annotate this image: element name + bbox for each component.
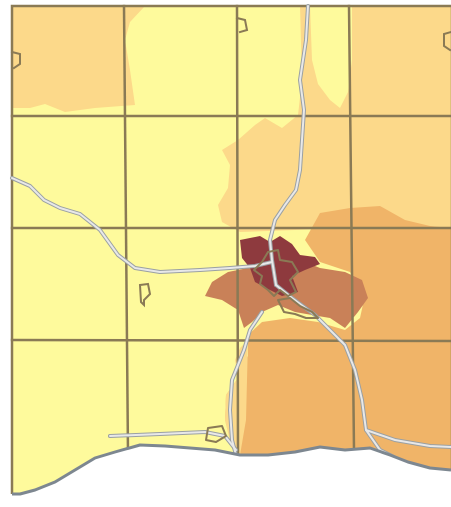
city-limit-south [277, 297, 319, 319]
road-southwest [229, 311, 263, 456]
city-limits [205, 249, 319, 443]
tract-class-2-northwest [12, 6, 145, 112]
water-area [0, 445, 451, 507]
town-outline-small [138, 282, 152, 308]
town-outline-west [10, 50, 21, 70]
city-limit-southwest [205, 425, 227, 443]
town-outline-east [443, 30, 451, 52]
water-boundary [12, 443, 451, 496]
road-north [269, 5, 309, 286]
city-limit-downtown [253, 249, 299, 297]
town-outline-north [235, 16, 249, 34]
road-south-local [109, 431, 237, 451]
road-southeast-local [365, 429, 451, 448]
grid-line-v2 [235, 4, 240, 457]
shaded-tracts [12, 6, 451, 494]
road-west [11, 177, 273, 273]
grid-line-h3 [10, 338, 451, 343]
tract-class-2-central-north [218, 6, 350, 232]
grid-line-v1 [122, 4, 130, 457]
